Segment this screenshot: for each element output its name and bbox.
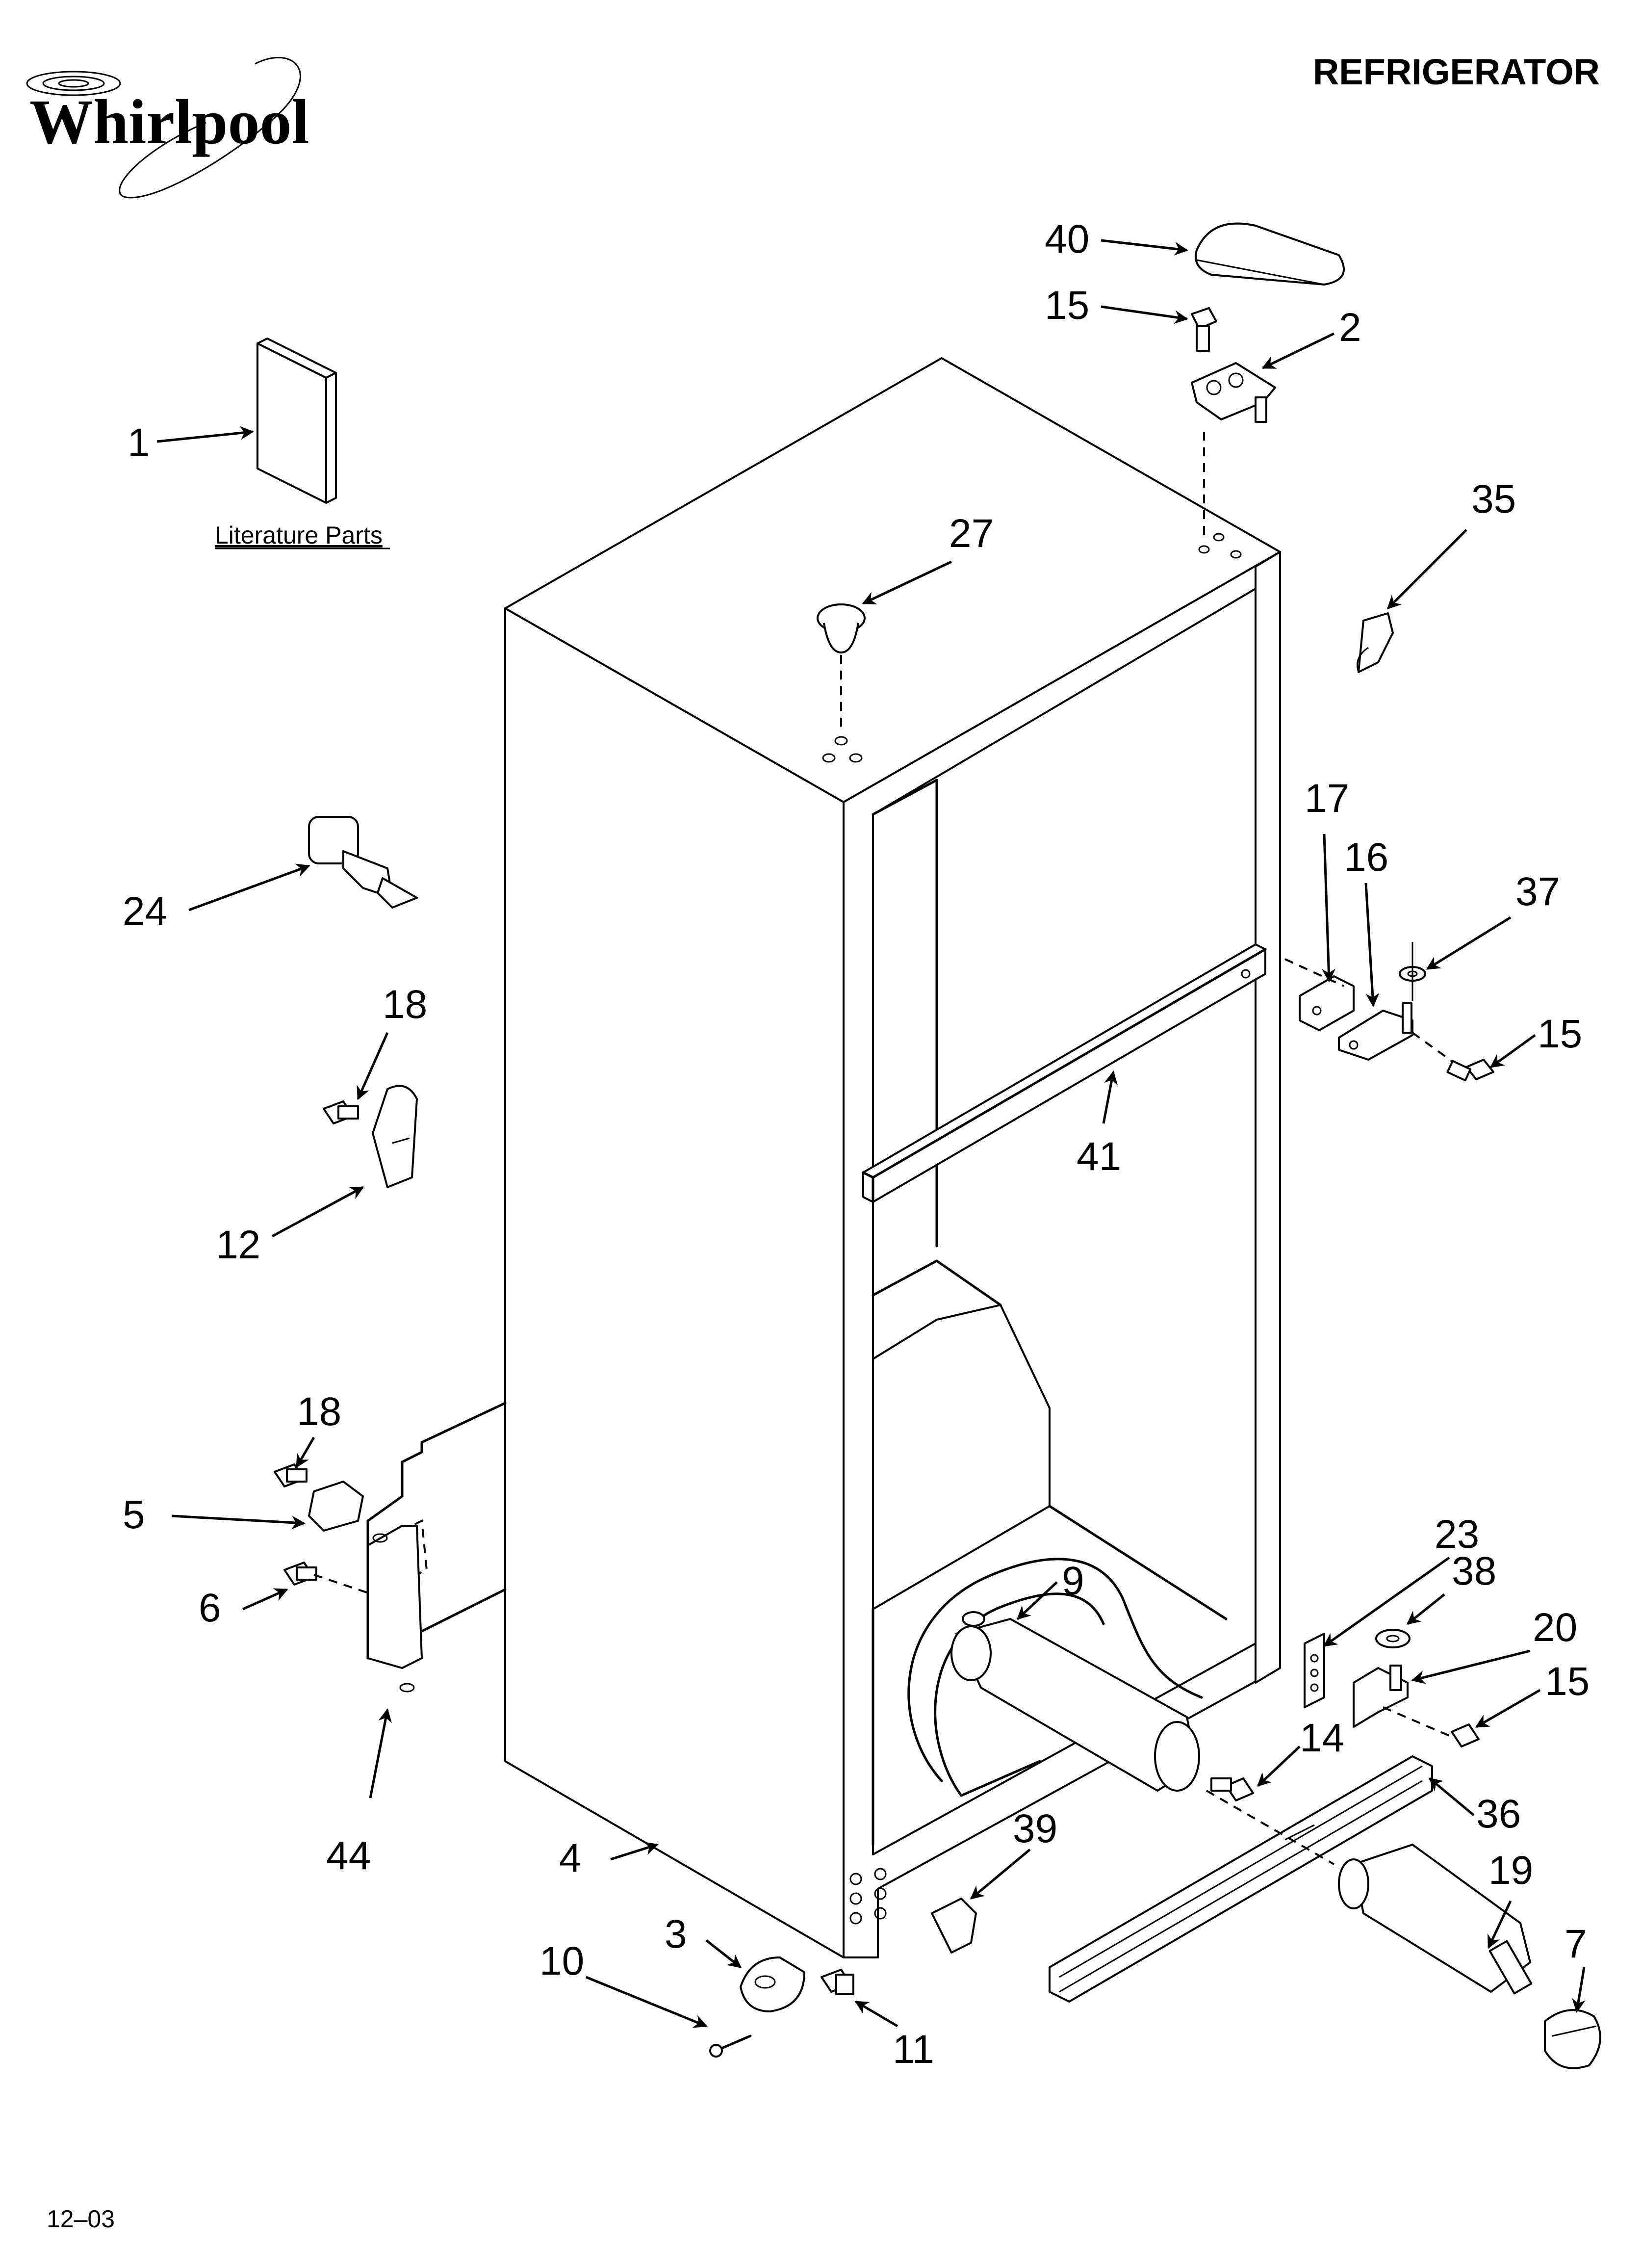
- callout-44: 44: [326, 1833, 371, 1878]
- lower-hinge-plate: [1304, 1633, 1325, 1708]
- callout-6: 6: [199, 1586, 221, 1630]
- callout-17: 17: [1305, 776, 1349, 821]
- leveling-leg: [308, 816, 418, 909]
- hinge-cap: [1357, 612, 1394, 673]
- callout-1: 1: [128, 420, 150, 465]
- callout-9: 9: [1062, 1559, 1084, 1603]
- callout-35: 35: [1471, 477, 1516, 521]
- callout-15-top: 15: [1045, 283, 1089, 328]
- refrigerator-cabinet: [366, 357, 1281, 1958]
- top-hinge: [1191, 362, 1276, 423]
- callout-23: 23: [1435, 1512, 1479, 1557]
- divider-rail: [862, 943, 1267, 1203]
- callout-18-lower: 18: [297, 1389, 341, 1434]
- callout-16: 16: [1344, 835, 1388, 880]
- callout-10: 10: [539, 1939, 584, 1983]
- literature-booklet: [257, 338, 337, 504]
- hinge-cover: [1195, 222, 1345, 286]
- literature-parts-label: Literature Parts: [215, 521, 383, 549]
- callout-4: 4: [559, 1836, 582, 1880]
- screw-center: [1446, 1059, 1494, 1082]
- callout-12: 12: [216, 1223, 260, 1267]
- callout-14: 14: [1300, 1716, 1344, 1760]
- callout-3: 3: [665, 1912, 687, 1956]
- plug-button: [817, 603, 866, 653]
- screw-filter: [1210, 1777, 1254, 1801]
- callout-15-center: 15: [1538, 1012, 1582, 1056]
- callout-5: 5: [123, 1492, 145, 1537]
- brand-name: Whirlpool: [29, 87, 309, 157]
- screw-lower-right: [1451, 1723, 1480, 1747]
- callout-24: 24: [123, 889, 167, 934]
- callout-20: 20: [1533, 1605, 1577, 1650]
- whirlpool-logo: Whirlpool: [26, 56, 309, 199]
- filter-housing: [950, 1611, 1200, 1792]
- filter-cap: [1544, 2009, 1601, 2069]
- callout-15-lower: 15: [1545, 1659, 1590, 1704]
- callout-27: 27: [949, 511, 994, 556]
- callout-40: 40: [1045, 217, 1089, 261]
- hinge-pin: [709, 2034, 752, 2058]
- callout-7: 7: [1565, 1922, 1587, 1966]
- callout-41: 41: [1077, 1134, 1121, 1179]
- screw-bottom: [821, 1969, 854, 1995]
- center-hinge-bracket: [1299, 942, 1426, 1061]
- page-title: REFRIGERATOR: [1313, 52, 1600, 92]
- callout-labels: 1 2 3 4 5 6 7 9 10 11 12 14 15 15 15 15 …: [123, 217, 1590, 2072]
- filter-cartridge: [1338, 1844, 1533, 1995]
- date-code: 12–03: [47, 2205, 115, 2233]
- screw-top: [1191, 307, 1217, 352]
- callout-11: 11: [893, 2027, 934, 2072]
- callout-36: 36: [1476, 1792, 1521, 1836]
- lower-cover: [740, 1956, 805, 2012]
- washer: [1375, 1629, 1411, 1648]
- callout-37: 37: [1515, 869, 1560, 914]
- callout-19: 19: [1488, 1848, 1533, 1893]
- clip: [931, 1898, 977, 1954]
- callout-18-upper: 18: [383, 982, 427, 1027]
- callout-39: 39: [1013, 1806, 1057, 1851]
- roller-bracket: [323, 1085, 418, 1188]
- leader-lines: [156, 239, 1586, 2028]
- callout-2: 2: [1339, 305, 1361, 350]
- bottom-hinge: [1353, 1665, 1409, 1728]
- lower-bracket: [274, 1463, 428, 1693]
- callout-38: 38: [1452, 1549, 1496, 1593]
